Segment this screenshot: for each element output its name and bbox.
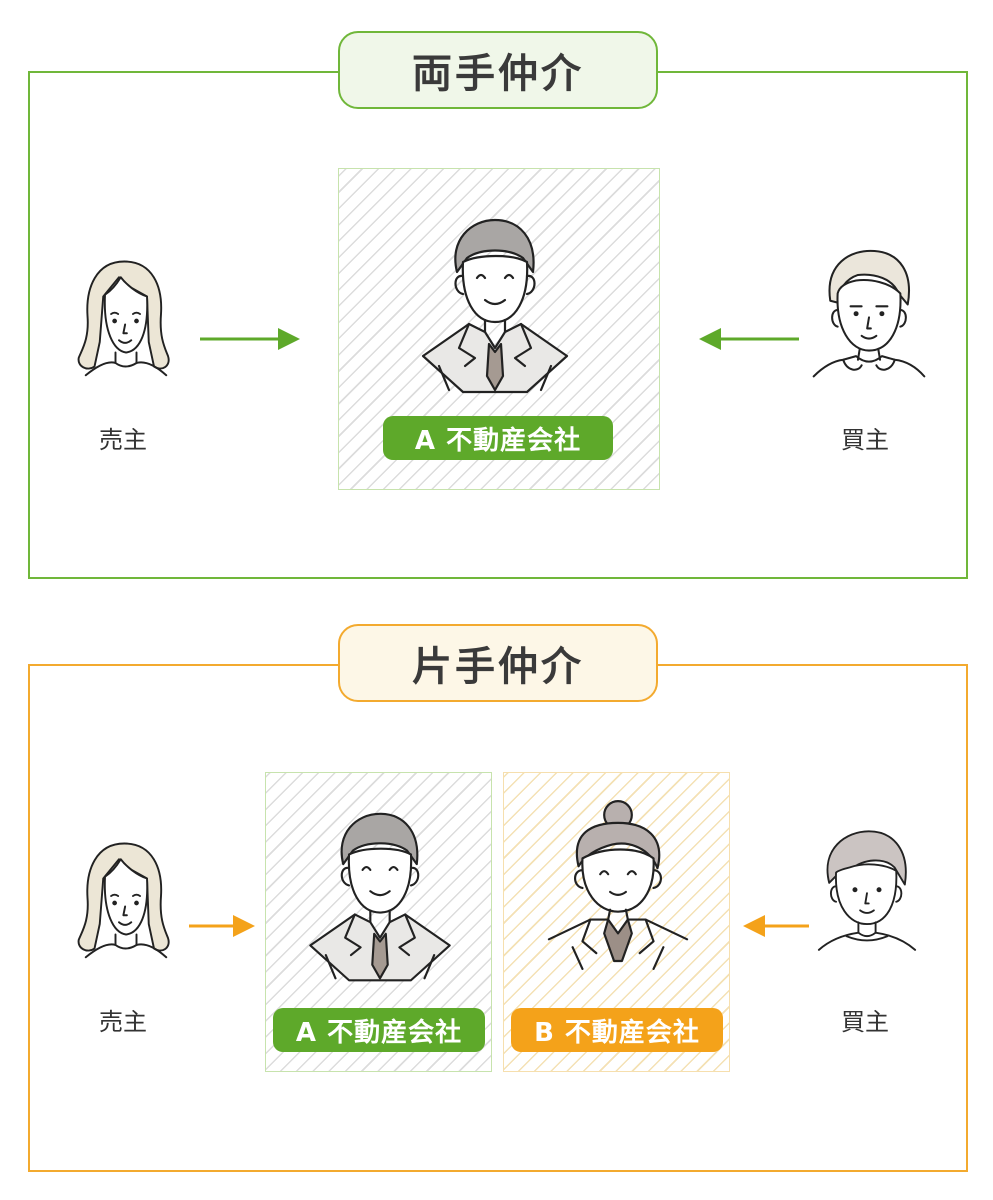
- arrow-right-icon: [200, 328, 300, 350]
- businessman-tie-icon: [309, 812, 451, 982]
- buyer-label: 買主: [841, 1008, 889, 1036]
- seller-label: 売主: [99, 1008, 147, 1036]
- company-a-label: A 不動産会社: [383, 416, 613, 460]
- woman-long-hair-icon: [77, 842, 170, 959]
- arrow-left-icon: [699, 328, 799, 350]
- ryote-chukai-title: 両手仲介: [338, 31, 658, 109]
- man-short-hair-icon: [817, 830, 917, 951]
- arrow-right-icon: [189, 915, 255, 937]
- businessman-tie-icon: [421, 218, 569, 394]
- buyer-label: 買主: [841, 426, 889, 454]
- businesswoman-bun-icon: [547, 800, 689, 970]
- man-hoodie-icon: [812, 249, 926, 378]
- arrow-left-icon: [743, 915, 809, 937]
- company-a-label: A 不動産会社: [273, 1008, 485, 1052]
- woman-long-hair-icon: [77, 260, 170, 377]
- company-b-label: B 不動産会社: [511, 1008, 723, 1052]
- seller-label: 売主: [99, 426, 147, 454]
- katate-chukai-title: 片手仲介: [338, 624, 658, 702]
